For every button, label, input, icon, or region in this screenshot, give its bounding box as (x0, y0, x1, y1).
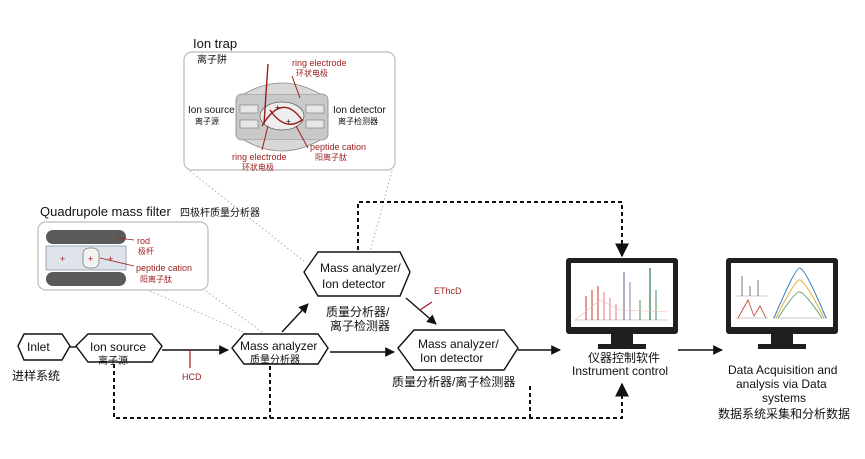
svg-text:+: + (275, 103, 280, 112)
upper-to-lower-arrow (405, 297, 437, 325)
trap-callout-line-right (369, 170, 393, 253)
quadrupole-illustration: + + + (45, 230, 135, 286)
quadrupole-title: Quadrupole mass filter (40, 204, 171, 219)
trap-ion-source-label: Ion source (188, 105, 235, 116)
data-label-line2: analysis via Data (736, 377, 827, 391)
quad-peptide-cation-label: peptide cation (136, 263, 192, 273)
ethcd-label: EThcD (434, 286, 462, 296)
mass-analyzer-label: Mass analyzer (240, 339, 317, 353)
inlet-node: Inlet (17, 333, 71, 361)
quad-peptide-cation-label-cn: 阳离子肽 (140, 274, 172, 284)
ion-trap-illustration: + + (235, 63, 329, 152)
lower-analyzer-line1: Mass analyzer/ (418, 337, 499, 351)
inlet-label-cn: 进样系统 (12, 368, 60, 383)
trap-ion-detector-label-cn: 离子检测器 (338, 116, 378, 126)
trap-ion-detector-label: Ion detector (333, 105, 386, 116)
quad-callout-line-right (205, 290, 263, 333)
inlet-label: Inlet (27, 340, 50, 354)
mass-analyzer-node: Mass analyzer 质量分析器 (231, 333, 329, 366)
quadrupole-frame (37, 221, 209, 291)
quadrupole-panel: Quadrupole mass filter 四极杆质量分析器 + + + ro… (37, 204, 260, 291)
ion-source-label: Ion source (90, 340, 146, 354)
ion-trap-title: Ion trap (193, 36, 237, 51)
data-label-line1: Data Acquisition and (728, 363, 837, 377)
instrument-spectra-graphic (574, 268, 669, 321)
ethcd-marker-line (419, 301, 433, 311)
upper-analyzer-line1: Mass analyzer/ (320, 261, 401, 275)
ion-trap-frame (183, 51, 396, 171)
upper-analyzer-cn2: 离子检测器 (330, 318, 390, 333)
ion-source-label-cn: 离子源 (98, 354, 128, 367)
lower-analyzer-cn: 质量分析器/离子检测器 (392, 374, 515, 389)
hcd-label: HCD (182, 372, 202, 382)
data-label-cn: 数据系统采集和分析数据 (718, 406, 850, 421)
upper-analyzer-cn1: 质量分析器/ (326, 305, 390, 319)
svg-text:+: + (88, 254, 93, 264)
analyzer-to-upper-arrow (281, 303, 309, 333)
mass-analyzer-label-cn: 质量分析器 (250, 353, 300, 366)
data-label-line3: systems (762, 391, 806, 405)
ion-trap-panel: Ion trap 离子阱 + + ring electrode 环状电极 Ion… (183, 36, 396, 172)
ring-electrode-bottom-label: ring electrode (232, 152, 287, 162)
svg-text:+: + (286, 117, 291, 126)
instrument-label: Instrument control (572, 364, 668, 378)
ion-trap-title-cn: 离子阱 (197, 53, 227, 66)
trap-callout-line-left (189, 170, 306, 263)
instrument-monitor (566, 258, 678, 349)
ion-source-node: Ion source 离子源 (75, 333, 163, 367)
upper-analyzer-line2: Ion detector (322, 277, 385, 291)
instrument-label-cn: 仪器控制软件 (588, 351, 660, 365)
data-chromatogram-graphic (736, 267, 828, 319)
lower-dashed-feedback (113, 364, 629, 419)
rod-label: rod (137, 236, 150, 246)
lower-analyzer-detector-node: Mass analyzer/ Ion detector (397, 329, 519, 371)
trap-ion-source-label-cn: 离子源 (195, 116, 219, 126)
quadrupole-title-cn: 四极杆质量分析器 (180, 206, 260, 219)
lower-analyzer-line2: Ion detector (420, 351, 483, 365)
svg-text:+: + (108, 254, 113, 264)
svg-text:+: + (60, 254, 65, 264)
upper-analyzer-detector-node: Mass analyzer/ Ion detector (303, 251, 411, 297)
ring-electrode-top-label: ring electrode (292, 58, 347, 68)
upper-dashed-feedback (357, 201, 629, 258)
ring-electrode-bottom-label-cn: 环状电极 (242, 162, 274, 172)
quad-callout-line-left (149, 290, 249, 335)
peptide-cation-label-cn: 阳离子肽 (315, 152, 347, 162)
peptide-cation-label: peptide cation (310, 142, 366, 152)
data-analysis-monitor (726, 258, 838, 349)
ring-electrode-top-label-cn: 环状电极 (296, 68, 328, 78)
rod-label-cn: 极杆 (138, 246, 154, 256)
